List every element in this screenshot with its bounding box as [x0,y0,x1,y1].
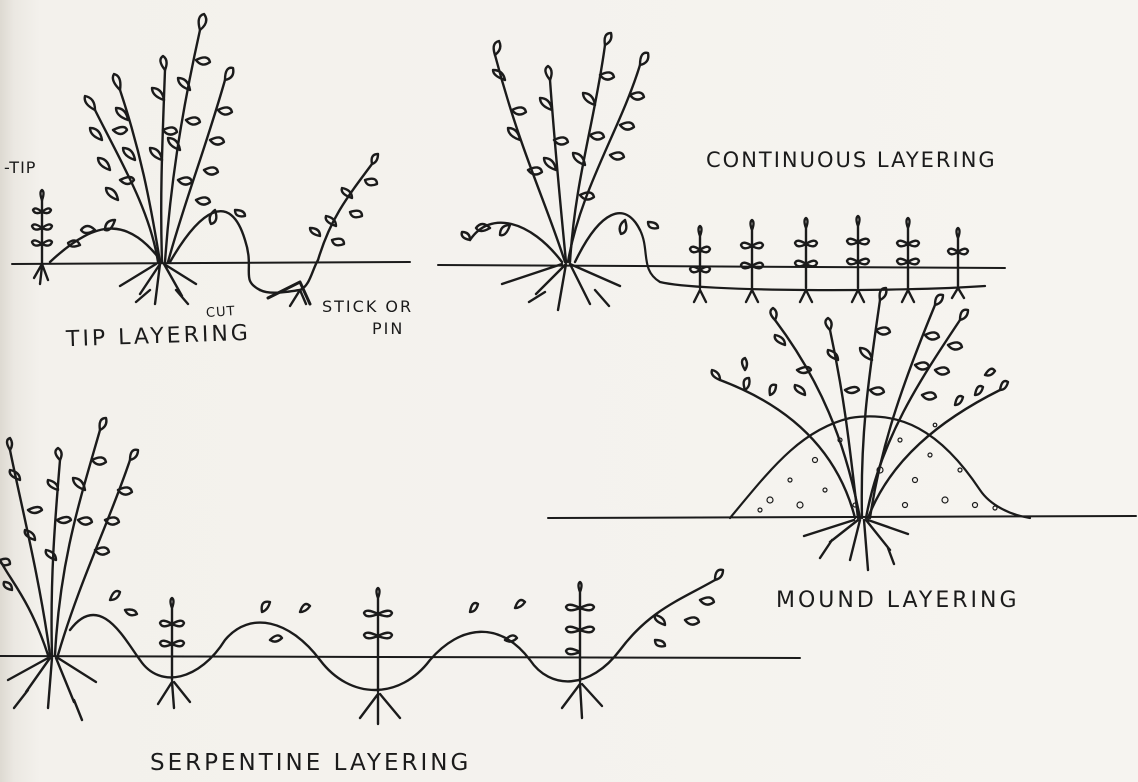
mound-plant [712,288,1008,570]
serpentine-parent-bush [0,418,138,720]
tip-plant [32,190,52,284]
cut-label: CUT [206,305,236,320]
serpentine-layering-caption: SERPENTINE LAYERING [150,752,471,775]
continuous-layering-caption: CONTINUOUS LAYERING [706,150,997,171]
mound-layering-drawing [548,288,1136,570]
tip-parent-bush [50,14,260,304]
tip-layering-drawing [12,14,410,306]
ground-line [548,516,1136,518]
tip-label: -TIP [4,160,36,176]
serpentine-new-plant-1 [158,598,190,708]
pin-label: PIN [372,321,404,337]
continuous-parent-bush [462,33,658,310]
tip-new-plant [260,154,378,306]
mound-layering-caption: MOUND LAYERING [776,590,1020,612]
ground-line [0,656,800,658]
serpentine-new-plant-3 [562,582,602,718]
serpentine-leaves [262,570,723,647]
ground-line [438,265,1005,268]
serpentine-layering-drawing [0,418,800,724]
ground-line [12,262,410,264]
stick-or-label: STICK OR [322,299,413,315]
